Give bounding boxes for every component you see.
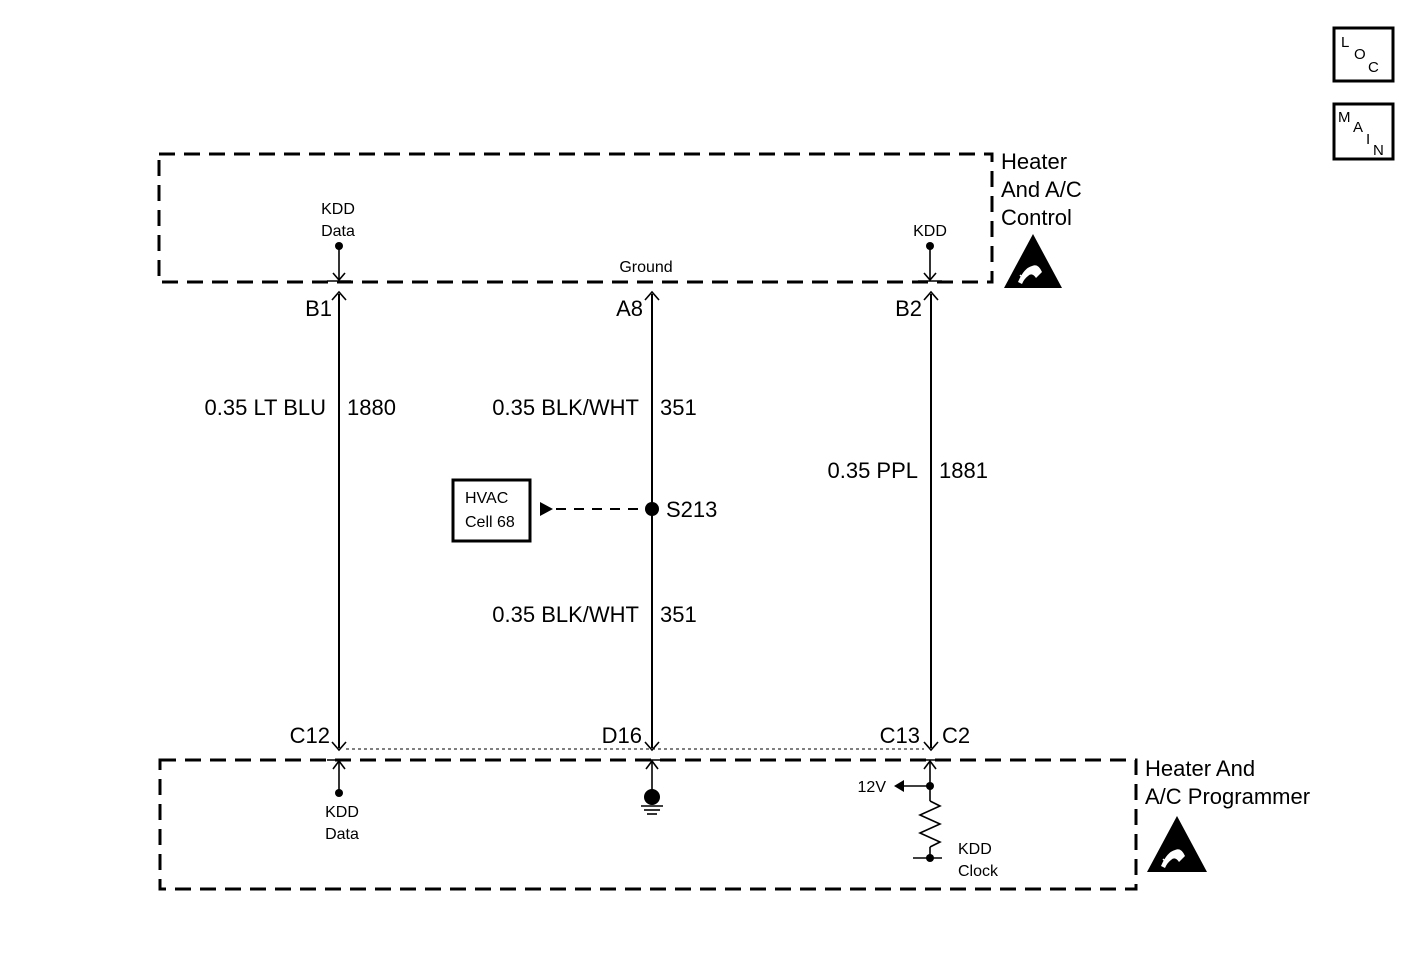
wire-color-label: 0.35 LT BLU (205, 395, 326, 420)
ground-label: Ground (619, 259, 672, 276)
main-letter: I (1366, 131, 1370, 148)
kdd-clock-label: KDD (958, 841, 992, 858)
wire-color-label: 0.35 BLK/WHT (492, 602, 639, 627)
loc-letter: L (1341, 34, 1349, 51)
hvac-cell-reference[interactable]: HVAC Cell 68 (451, 478, 532, 543)
esd-warning-icon (1004, 234, 1062, 288)
connector-b1: B1 (305, 296, 332, 321)
loc-letter: O (1354, 46, 1366, 63)
loc-letter: C (1368, 59, 1379, 76)
esd-warning-icon (1147, 816, 1207, 872)
connector-d16: D16 (602, 723, 642, 748)
splice-label: S213 (666, 497, 717, 522)
control-module-name: Control (1001, 205, 1072, 230)
connector-chevron (331, 741, 347, 752)
circuit-number: 351 (660, 602, 697, 627)
voltage-label: 12V (858, 779, 887, 796)
programmer-module-name: Heater And (1145, 756, 1255, 781)
main-letter: N (1373, 142, 1384, 159)
kdd-data-output-bottom (327, 759, 351, 797)
connector-b2: B2 (895, 296, 922, 321)
ground-icon (640, 759, 664, 815)
kdd-input-top-right (918, 242, 942, 282)
reference-arrow-icon (540, 502, 553, 516)
wire-color-label: 0.35 PPL (827, 458, 918, 483)
programmer-module-name: A/C Programmer (1145, 784, 1310, 809)
kdd-clock-label: Clock (958, 863, 999, 880)
control-module-name: Heater (1001, 149, 1067, 174)
circuit-number: 1880 (347, 395, 396, 420)
connector-chevron (923, 741, 939, 752)
reference-label: Cell 68 (465, 514, 515, 531)
main-letter: M (1338, 109, 1351, 126)
kdd-label-top-right: KDD (913, 223, 947, 240)
control-module-name: And A/C (1001, 177, 1082, 202)
connector-chevron (331, 290, 347, 301)
connector-c12: C12 (290, 723, 330, 748)
loc-button[interactable]: L O C (1332, 26, 1395, 83)
connector-chevron (644, 290, 660, 301)
kdd-data-label-bottom: KDD (325, 804, 359, 821)
kdd-data-label-top: KDD (321, 201, 355, 218)
main-button[interactable]: M A I N (1332, 102, 1395, 161)
pull-up-resistor-circuit (894, 759, 942, 862)
circuit-number: 1881 (939, 458, 988, 483)
wire-color-label: 0.35 BLK/WHT (492, 395, 639, 420)
reference-label: HVAC (465, 490, 508, 507)
kdd-data-input-top (327, 242, 351, 282)
connector-chevron (923, 290, 939, 301)
control-module-boundary (157, 152, 994, 284)
kdd-data-label-top: Data (321, 223, 355, 240)
connector-c13: C13 (880, 723, 920, 748)
connector-c2: C2 (942, 723, 970, 748)
splice-dot (645, 502, 659, 516)
main-letter: A (1353, 119, 1363, 136)
kdd-data-label-bottom: Data (325, 826, 359, 843)
connector-a8: A8 (616, 296, 643, 321)
connector-chevron (644, 741, 660, 752)
circuit-number: 351 (660, 395, 697, 420)
